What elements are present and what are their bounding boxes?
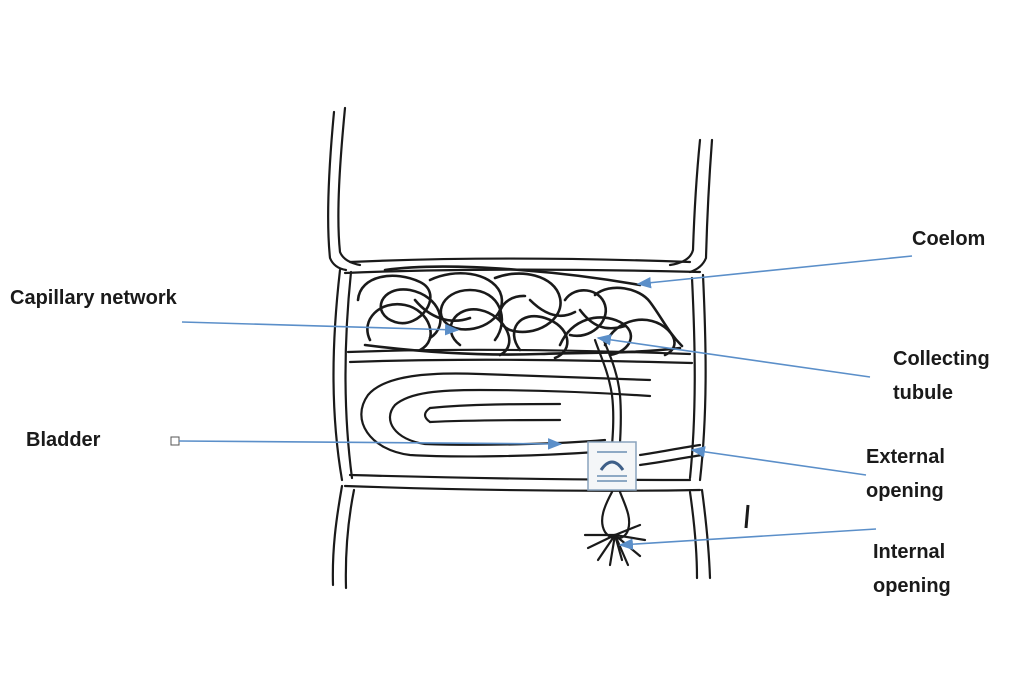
capillary-tangle — [358, 267, 682, 358]
external-opening-label: External opening — [866, 440, 945, 508]
external-opening-line2: opening — [866, 474, 945, 508]
collecting-tubule-line1: Collecting — [893, 342, 990, 376]
coelom-label-text: Coelom — [912, 222, 985, 256]
tubule-bladder — [361, 338, 702, 565]
bladder-arrow — [179, 441, 561, 444]
capillary-arrow — [182, 322, 458, 330]
bladder-label-text: Bladder — [26, 423, 100, 457]
coelom-label: Coelom — [912, 222, 985, 256]
collecting-arrow — [598, 338, 870, 377]
handle-marker — [171, 437, 179, 445]
internal-opening-line1: Internal — [873, 535, 951, 569]
collecting-tubule-line2: tubule — [893, 376, 990, 410]
internal-opening-line2: opening — [873, 569, 951, 603]
external-arrow — [692, 450, 866, 475]
edge-mark — [746, 505, 748, 528]
layout-icon — [588, 442, 636, 490]
internal-arrow — [620, 529, 876, 545]
capillary-network-label-text: Capillary network — [10, 281, 177, 315]
external-opening-line1: External — [866, 440, 945, 474]
internal-opening-label: Internal opening — [873, 535, 951, 603]
pointer-arrows — [179, 256, 912, 545]
bladder-label: Bladder — [26, 423, 100, 457]
capillary-network-label: Capillary network — [10, 281, 177, 315]
coelom-arrow — [638, 256, 912, 284]
collecting-tubule-label: Collecting tubule — [893, 342, 990, 410]
